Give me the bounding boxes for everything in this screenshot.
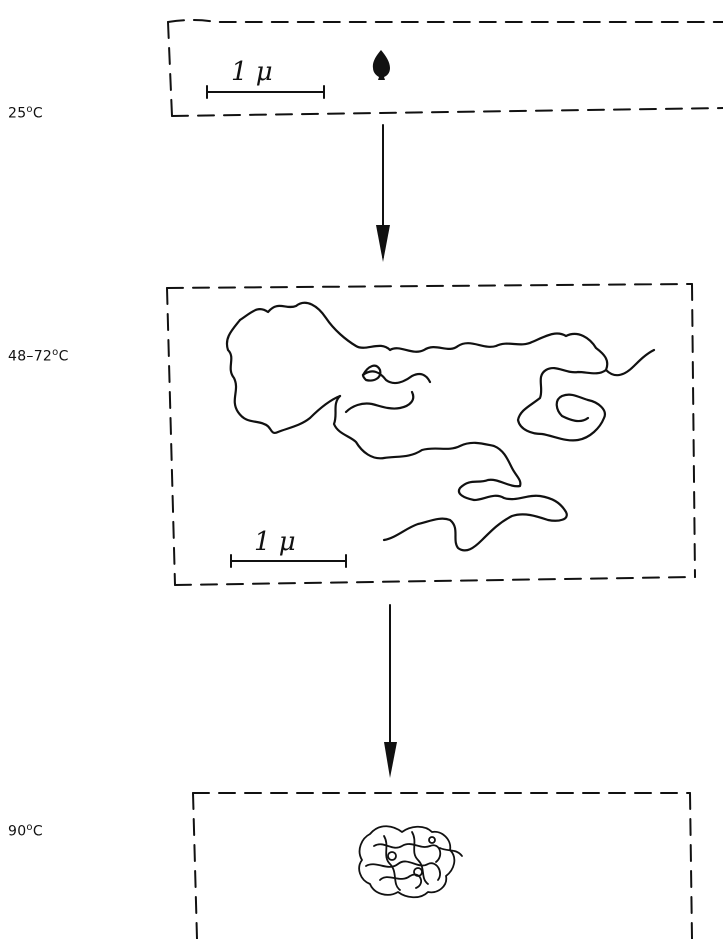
temp-label-48-72: 48–72oC xyxy=(8,347,69,365)
compact-particle-icon-25c xyxy=(372,50,390,80)
temp-label-25: 25oC xyxy=(8,104,43,122)
arrowhead-2 xyxy=(384,742,397,778)
compact-particle-icon xyxy=(358,825,463,899)
scale-bar-48-72c xyxy=(230,554,347,568)
temp-label-90: 90oC xyxy=(8,822,43,840)
panel-25c-frame xyxy=(167,19,723,117)
scale-label-48-72c: 1 μ xyxy=(254,527,296,557)
scale-label-25c: 1 μ xyxy=(231,57,273,87)
panel-48-72c-frame xyxy=(166,283,696,586)
panel-90c-frame xyxy=(192,792,693,939)
unfolded-strand xyxy=(225,301,656,552)
arrowhead-1 xyxy=(376,225,390,262)
scale-bar-25c xyxy=(206,85,325,99)
